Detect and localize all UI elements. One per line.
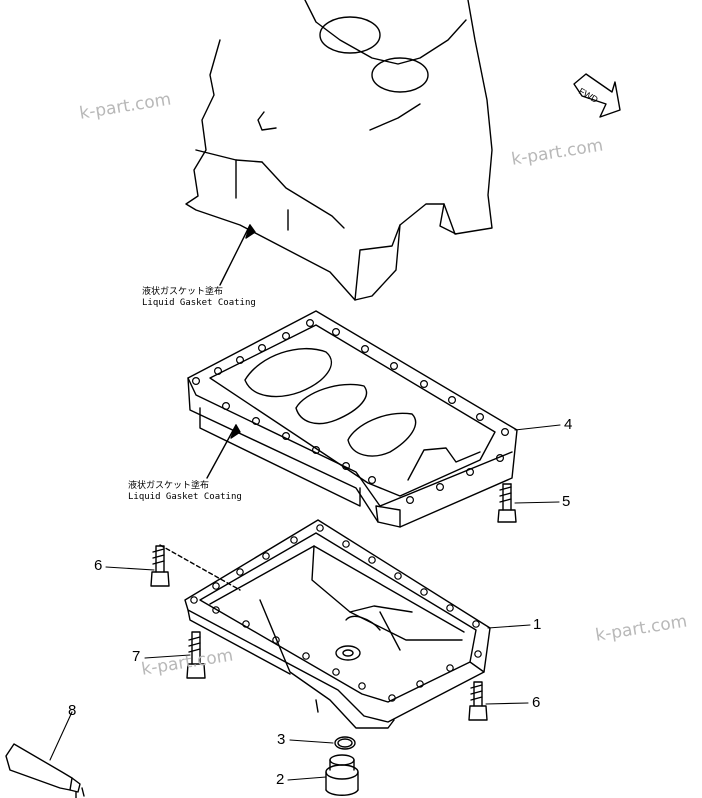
gasket-note-jp: 液状ガスケット塗布 [142, 287, 224, 297]
callout-6-left: 6 [94, 557, 103, 574]
engine-block [185, 0, 493, 301]
note-leaders [206, 224, 256, 479]
gasket-note-jp: 液状ガスケット塗布 [128, 481, 210, 491]
oil-pan-upper-frame [187, 310, 518, 528]
bolt-6-left [150, 544, 241, 591]
callout-2: 2 [276, 771, 285, 788]
o-ring [334, 736, 356, 750]
bolt-5 [497, 483, 517, 523]
oil-pan [184, 519, 491, 729]
fwd-arrow-icon [573, 73, 621, 118]
callout-3: 3 [277, 731, 286, 748]
callout-1: 1 [533, 616, 542, 633]
callout-8: 8 [68, 702, 77, 719]
gasket-tube [5, 743, 85, 798]
callout-6-right: 6 [532, 694, 541, 711]
callout-7: 7 [132, 648, 141, 665]
gasket-note-lower: 液状ガスケット塗布 Liquid Gasket Coating [128, 481, 242, 503]
callout-4: 4 [564, 416, 573, 433]
bolt-7 [186, 631, 206, 679]
oil-pan-bolt-holes [190, 524, 482, 702]
gasket-note-en: Liquid Gasket Coating [142, 298, 256, 308]
bolt-6-right [468, 681, 488, 721]
gasket-note-upper: 液状ガスケット塗布 Liquid Gasket Coating [142, 287, 256, 309]
gasket-note-en: Liquid Gasket Coating [128, 492, 242, 502]
callout-leaders [49, 424, 561, 781]
drain-plug [325, 754, 359, 796]
callout-5: 5 [562, 493, 571, 510]
upper-frame-bolt-holes [192, 319, 510, 505]
